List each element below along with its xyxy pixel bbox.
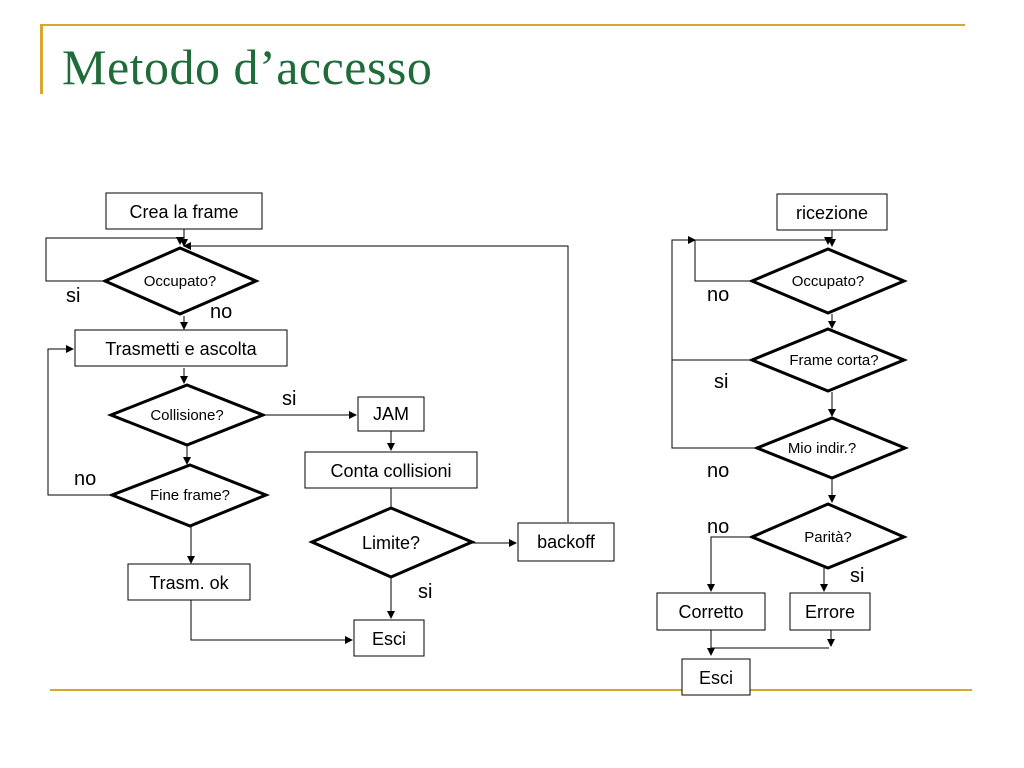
left-rule [40, 24, 43, 94]
occupato-label: Occupato? [144, 273, 217, 290]
occupato-no-label: no [210, 301, 232, 323]
edge-backoff-loop [183, 242, 569, 522]
jam-box [357, 396, 425, 432]
ricezione-box [776, 193, 888, 231]
occupato-right-label: Occupato? [792, 273, 865, 290]
errore-label: Errore [805, 602, 855, 622]
mio-indir-label: Mio indir.? [788, 440, 856, 457]
edge-framecorta-si-loop [671, 236, 752, 361]
trasm-ok-label: Trasm. ok [149, 573, 229, 593]
edge-fine-no-loop [47, 345, 112, 496]
mio-indir-no-label: no [707, 460, 729, 482]
edge-occupato-si-loop [45, 237, 184, 282]
errore-box [789, 592, 871, 631]
esci-left-box [353, 619, 425, 657]
backoff-box [517, 522, 615, 562]
corretto-label: Corretto [678, 602, 743, 622]
esci-left-label: Esci [372, 629, 406, 649]
frame-corta-si-label: si [714, 371, 728, 393]
parita-label: Parità? [804, 529, 852, 546]
occupato-right-diamond [748, 247, 908, 315]
esci-right-box [681, 658, 751, 696]
parita-diamond [748, 502, 908, 570]
fine-frame-label: Fine frame? [150, 487, 230, 504]
mio-indir-diamond [752, 416, 909, 480]
jam-label: JAM [373, 404, 409, 424]
slide-title: Metodo d’accesso [62, 39, 433, 95]
limite-label: Limite? [362, 533, 420, 553]
conta-label: Conta collisioni [330, 461, 451, 481]
right-connectors [671, 230, 836, 656]
corretto-box [656, 592, 766, 631]
occupato-diamond [101, 246, 260, 316]
collisione-si-label: si [282, 388, 296, 410]
edge-mioindir-no-loop [671, 360, 757, 449]
esci-right-label: Esci [699, 668, 733, 688]
trasmetti-label: Trasmetti e ascolta [105, 339, 257, 359]
edge-trasmok-esci [190, 600, 353, 644]
occupato-si-label: si [66, 285, 80, 307]
fine-frame-diamond [107, 463, 271, 528]
collisione-diamond [106, 383, 268, 447]
limite-si-label: si [418, 581, 432, 603]
bottom-rule [50, 689, 972, 691]
occupato-right-no-label: no [707, 284, 729, 306]
limite-diamond [308, 506, 476, 579]
trasm-ok-box [127, 563, 251, 601]
fine-no-label: no [74, 468, 96, 490]
parita-si-label: si [850, 565, 864, 587]
crea-frame-box [105, 192, 263, 230]
edge-parita-corretto [707, 536, 752, 592]
frame-corta-label: Frame corta? [789, 352, 878, 369]
top-rule [40, 24, 965, 26]
crea-frame-label: Crea la frame [129, 202, 238, 222]
frame-corta-diamond [748, 327, 908, 393]
trasmetti-box [74, 329, 288, 367]
ricezione-label: ricezione [796, 203, 868, 223]
parita-no-label: no [707, 516, 729, 538]
collisione-label: Collisione? [150, 407, 223, 424]
backoff-label: backoff [537, 532, 596, 552]
conta-box [304, 451, 478, 489]
left-connectors [45, 229, 569, 644]
